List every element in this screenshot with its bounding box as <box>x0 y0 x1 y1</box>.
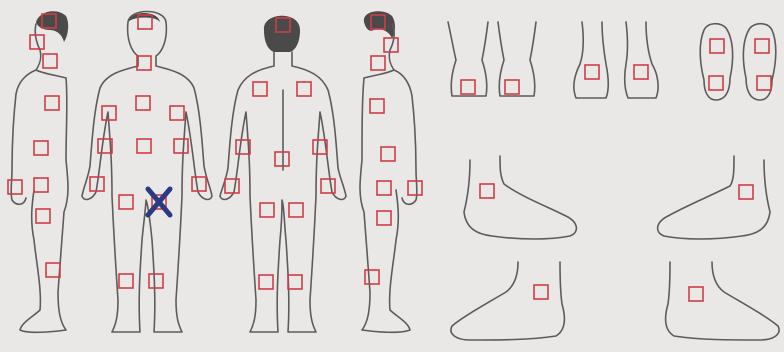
foot-inner-left-view <box>451 262 565 340</box>
site-box-right-side-hand[interactable] <box>408 181 422 195</box>
site-box-left-side-abdomen[interactable] <box>34 141 48 155</box>
hair-left-side <box>36 11 68 42</box>
site-box-left-side-chest[interactable] <box>45 96 59 110</box>
site-box-left-side-thigh[interactable] <box>36 209 50 223</box>
site-box-right-side-chest[interactable] <box>370 99 384 113</box>
site-box-front-right-knee[interactable] <box>119 274 133 288</box>
site-box-right-side-hip[interactable] <box>377 181 391 195</box>
site-box-back-lower-back[interactable] <box>275 152 289 166</box>
hair-back <box>264 16 300 52</box>
site-box-foot-front-right[interactable] <box>634 65 648 79</box>
outline-right-side <box>360 24 417 332</box>
foot-top-right-outline <box>498 22 536 96</box>
foot-inner-right-view <box>666 262 780 340</box>
figure-left-side <box>11 11 68 332</box>
site-box-right-side-face[interactable] <box>384 38 398 52</box>
site-box-sole-left-heel[interactable] <box>709 76 723 90</box>
site-box-right-side-abdomen[interactable] <box>381 147 395 161</box>
site-box-front-abdomen[interactable] <box>137 139 151 153</box>
foot-top-left-outline <box>448 22 488 96</box>
site-box-front-left-shoulder[interactable] <box>170 106 184 120</box>
site-box-right-side-knee[interactable] <box>365 270 379 284</box>
site-box-front-chest[interactable] <box>136 96 150 110</box>
foot-front-right-outline <box>625 22 658 98</box>
site-box-front-left-arm[interactable] <box>174 139 188 153</box>
site-box-front-left-wrist[interactable] <box>192 177 206 191</box>
site-box-left-side-knee[interactable] <box>46 263 60 277</box>
figure-front <box>82 12 212 333</box>
site-box-back-right-buttock[interactable] <box>260 203 274 217</box>
foot-front-left-outline <box>574 22 608 98</box>
site-box-foot-top-right[interactable] <box>505 80 519 94</box>
site-box-foot-top-left[interactable] <box>461 80 475 94</box>
foot-inner-right-outline <box>666 262 780 340</box>
site-box-back-left-wrist[interactable] <box>321 179 335 193</box>
outline-front <box>82 12 212 333</box>
site-box-sole-right-heel[interactable] <box>757 76 771 90</box>
site-box-back-right-shoulder[interactable] <box>253 82 267 96</box>
site-box-sole-left-toe[interactable] <box>710 39 724 53</box>
site-box-left-side-neck[interactable] <box>43 54 57 68</box>
site-box-sole-right-toe[interactable] <box>755 39 769 53</box>
sole-left-outline <box>700 24 732 100</box>
site-box-front-right-thigh-outer[interactable] <box>119 195 133 209</box>
site-box-back-left-shoulder[interactable] <box>297 82 311 96</box>
foot-inner-left-outline <box>451 262 565 340</box>
site-box-front-left-knee[interactable] <box>149 274 163 288</box>
feet-front-view <box>574 22 658 98</box>
site-box-front-neck[interactable] <box>137 56 151 70</box>
site-box-left-side-hand[interactable] <box>8 180 22 194</box>
figure-back <box>220 16 346 332</box>
site-box-foot-front-left[interactable] <box>585 65 599 79</box>
site-box-foot-outer-left[interactable] <box>480 184 494 198</box>
site-box-back-left-buttock[interactable] <box>289 203 303 217</box>
site-box-left-side-hip[interactable] <box>34 178 48 192</box>
site-box-back-right-wrist[interactable] <box>225 179 239 193</box>
site-box-foot-inner-left[interactable] <box>534 285 548 299</box>
site-box-back-right-calf[interactable] <box>259 275 273 289</box>
site-box-foot-outer-right[interactable] <box>739 185 753 199</box>
site-box-back-left-calf[interactable] <box>288 275 302 289</box>
site-box-foot-inner-right[interactable] <box>689 287 703 301</box>
site-box-right-side-neck[interactable] <box>371 56 385 70</box>
feet-soles-view <box>700 24 776 100</box>
site-box-right-side-thigh[interactable] <box>377 211 391 225</box>
